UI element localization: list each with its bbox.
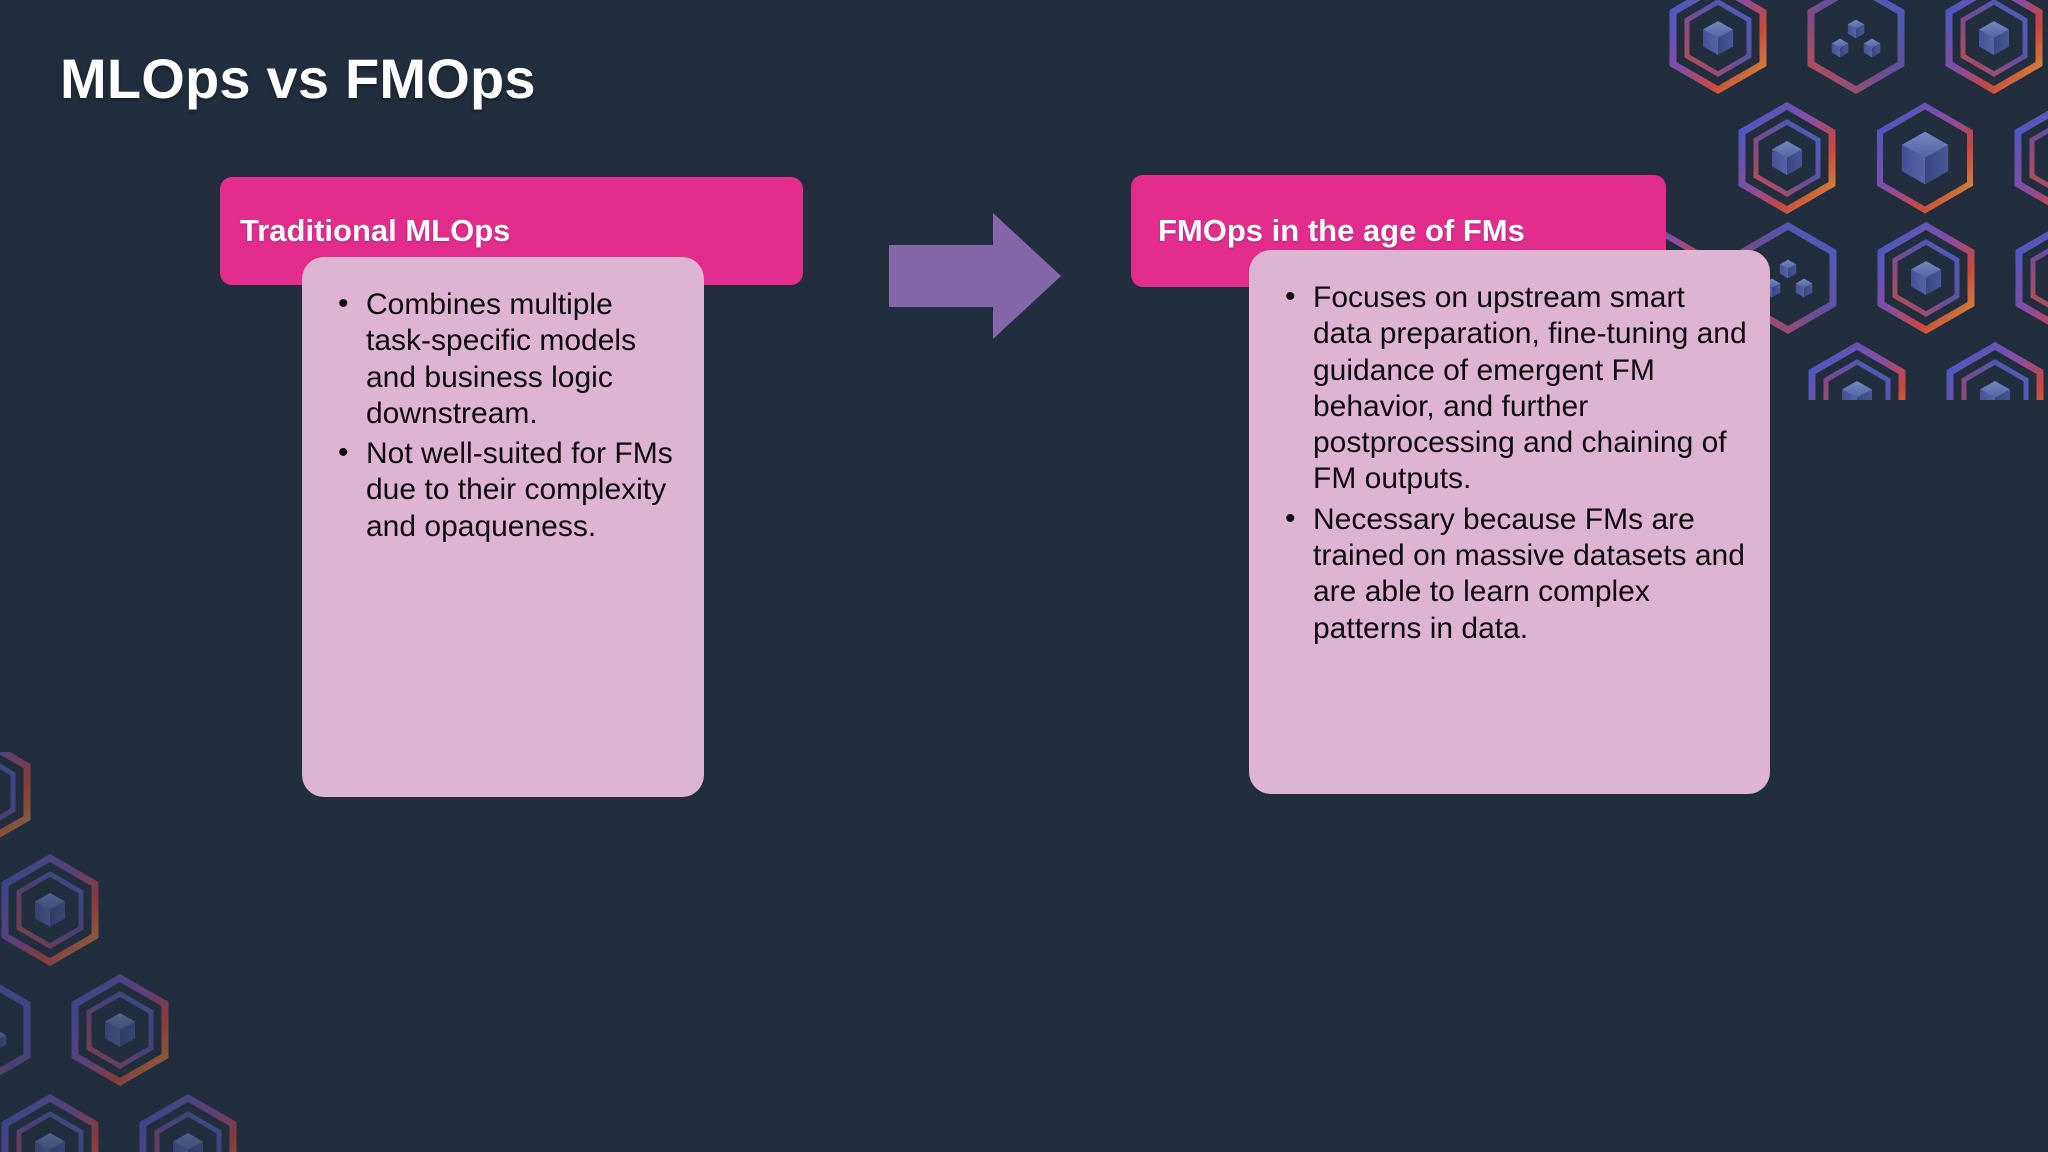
list-item: Not well-suited for FMs due to their com…: [336, 435, 682, 545]
page-title: MLOps vs FMOps: [60, 47, 536, 110]
right-arrow-icon: [889, 213, 1061, 339]
hexagon-cube-pattern-bottom-left-icon: [0, 752, 400, 1152]
bullet-list-fmops-age-of-fms: Focuses on upstream smart data preparati…: [1283, 279, 1748, 647]
list-item: Necessary because FMs are trained on mas…: [1283, 501, 1748, 647]
panel-body-traditional-mlops: Combines multiple task-specific models a…: [302, 257, 704, 797]
list-item: Combines multiple task-specific models a…: [336, 286, 682, 432]
list-item: Focuses on upstream smart data preparati…: [1283, 279, 1748, 498]
bullet-list-traditional-mlops: Combines multiple task-specific models a…: [336, 286, 682, 545]
panel-body-fmops-age-of-fms: Focuses on upstream smart data preparati…: [1249, 250, 1770, 794]
